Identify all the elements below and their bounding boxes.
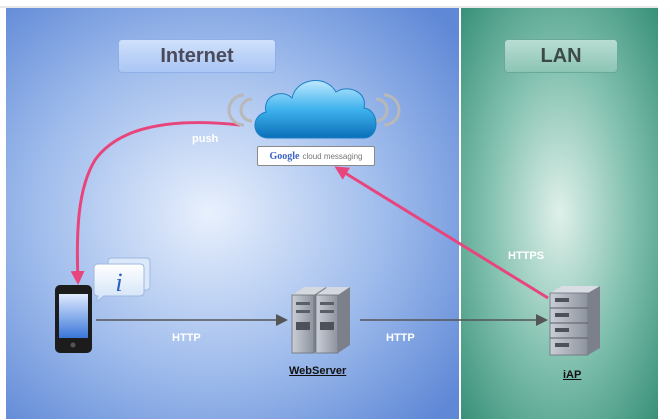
iap-server-icon xyxy=(549,286,600,356)
gcm-service-text: cloud messaging xyxy=(302,151,363,161)
push-arrow-cloud-to-phone xyxy=(70,121,241,285)
lan-zone-label: LAN xyxy=(504,39,618,73)
info-glyph: i xyxy=(115,268,122,297)
webserver-node-label: WebServer xyxy=(289,365,347,377)
gcm-brand-text: Google xyxy=(269,150,300,162)
push-edge-label: push xyxy=(192,133,219,145)
gcm-badge: Google cloud messaging xyxy=(257,146,375,166)
http-edge-label-phone-webserver: HTTP xyxy=(172,332,201,344)
internet-zone-label: Internet xyxy=(118,39,276,73)
smartphone-icon xyxy=(55,285,92,353)
webserver-icon xyxy=(291,287,350,354)
cloud-icon xyxy=(227,80,401,139)
notification-info-icon: i xyxy=(93,257,151,304)
http-edge-label-webserver-iap: HTTP xyxy=(386,332,415,344)
https-arrow-iap-to-cloud xyxy=(334,166,549,300)
https-edge-label: HTTPS xyxy=(508,250,545,262)
iap-node-label: iAP xyxy=(563,369,582,381)
